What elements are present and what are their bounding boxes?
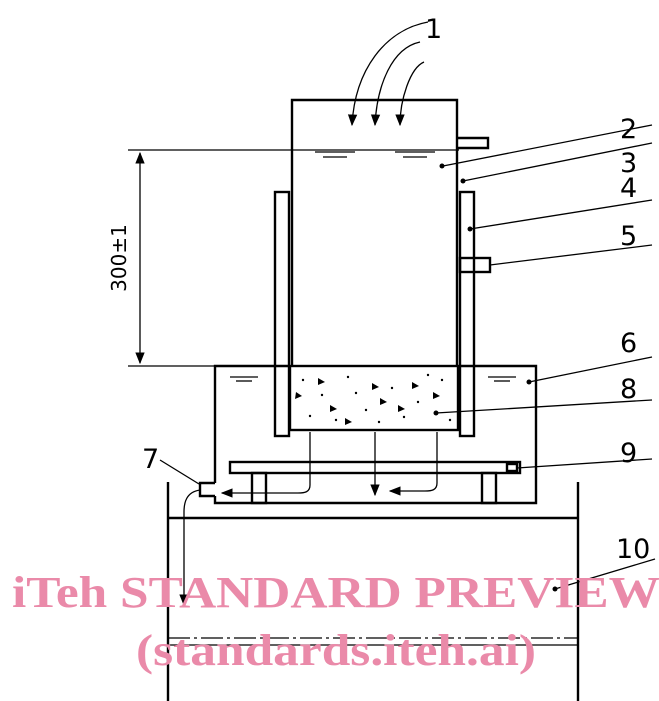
dimension-label: 300±1	[107, 224, 131, 292]
watermark-title: iTeh STANDARD PREVIEW	[12, 568, 659, 617]
specimen	[288, 364, 460, 432]
label-2: 2	[620, 114, 637, 145]
flow-arrows	[179, 21, 438, 607]
leader-dots	[433, 163, 558, 592]
label-9: 9	[620, 438, 637, 469]
label-8: 8	[620, 374, 637, 405]
label-7: 7	[142, 444, 159, 475]
height-dimension	[128, 149, 459, 367]
label-10: 10	[616, 534, 650, 565]
label-4: 4	[620, 173, 637, 204]
watermark-url: (standards.iteh.ai)	[136, 626, 536, 675]
label-3: 3	[620, 148, 637, 179]
guide-posts	[273, 190, 476, 438]
label-5: 5	[620, 221, 637, 252]
outlet	[198, 481, 215, 498]
upper-reservoir	[290, 98, 490, 366]
label-1: 1	[425, 14, 442, 45]
leader-lines	[159, 124, 656, 590]
base-tank	[166, 482, 580, 701]
label-6: 6	[620, 328, 637, 359]
